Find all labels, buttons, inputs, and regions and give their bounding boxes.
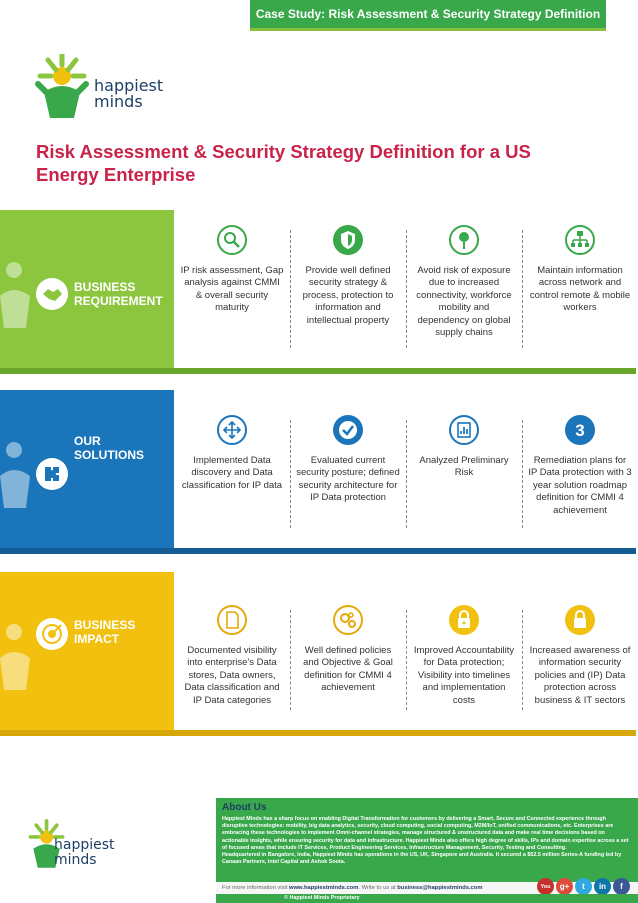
page-title: Risk Assessment & Security Strategy Defi… bbox=[36, 141, 531, 185]
item-text: Remediation plans for IP Data protection… bbox=[528, 455, 632, 516]
case-study-banner: Case Study: Risk Assessment & Security S… bbox=[250, 0, 606, 31]
linkedin-icon[interactable]: in bbox=[594, 878, 611, 895]
document-icon bbox=[217, 605, 247, 635]
item-text: IP risk assessment, Gap analysis against… bbox=[180, 265, 284, 314]
item-text: Maintain information across network and … bbox=[529, 265, 631, 314]
social-links: You g+ t in f bbox=[537, 878, 630, 895]
logo-word-minds: minds bbox=[54, 852, 97, 868]
section-label-line1: OUR bbox=[74, 434, 101, 448]
number-three-glyph: 3 bbox=[575, 421, 584, 440]
section-band-shadow bbox=[0, 730, 636, 736]
section-panel: IP risk assessment, Gap analysis against… bbox=[174, 210, 638, 368]
item-text: Analyzed Preliminary Risk bbox=[419, 455, 509, 479]
gears-icon bbox=[333, 605, 363, 635]
requirement-item: IP risk assessment, Gap analysis against… bbox=[174, 224, 290, 354]
item-text: Provide well defined security strategy &… bbox=[302, 265, 394, 326]
facebook-icon[interactable]: f bbox=[613, 878, 630, 895]
section-label: BUSINESS REQUIREMENT bbox=[74, 280, 163, 308]
section-label-line1: BUSINESS bbox=[74, 280, 136, 294]
business-requirement-section: BUSINESS REQUIREMENT IP risk assessment,… bbox=[0, 210, 638, 374]
requirement-item: Avoid risk of exposure due to increased … bbox=[406, 224, 522, 354]
padlock-icon bbox=[565, 605, 595, 635]
figure-watermark-icon bbox=[0, 442, 30, 508]
section-label-line2: SOLUTIONS bbox=[74, 448, 145, 462]
our-solutions-section: OUR SOLUTIONS Implemented Data discovery… bbox=[0, 390, 638, 554]
about-paragraph-2: Headquartered in Bangalore, India, Happi… bbox=[222, 852, 622, 866]
section-label-line2: REQUIREMENT bbox=[74, 294, 163, 308]
requirement-item: Provide well defined security strategy &… bbox=[290, 224, 406, 354]
about-paragraph-1: Happiest Minds has a sharp focus on enab… bbox=[222, 816, 629, 851]
solution-item: Analyzed Preliminary Risk bbox=[406, 414, 522, 534]
lock-icon bbox=[449, 605, 479, 635]
solution-item: 3 Remediation plans for IP Data protecti… bbox=[522, 414, 638, 534]
impact-item: Documented visibility into enterprise's … bbox=[174, 604, 290, 716]
about-us-title: About Us bbox=[222, 802, 267, 813]
target-icon bbox=[36, 618, 68, 650]
shield-icon bbox=[333, 225, 363, 255]
impact-item: Increased awareness of information secur… bbox=[522, 604, 638, 716]
about-us-text: Happiest Minds has a sharp focus on enab… bbox=[222, 816, 630, 866]
logo-word-happiest: happiest bbox=[54, 837, 115, 853]
item-text: Avoid risk of exposure due to increased … bbox=[416, 265, 512, 339]
twitter-icon[interactable]: t bbox=[575, 878, 592, 895]
requirement-item: Maintain information across network and … bbox=[522, 224, 638, 354]
section-label-line2: IMPACT bbox=[74, 632, 120, 646]
logo-figure-icon bbox=[35, 51, 89, 118]
magnifier-icon bbox=[217, 225, 247, 255]
contact-line: For more information visit www.happiestm… bbox=[216, 882, 638, 894]
section-label: OUR SOLUTIONS bbox=[74, 434, 144, 462]
item-text: Evaluated current security posture; defi… bbox=[296, 455, 400, 504]
logo-wordmark: happiest minds bbox=[54, 838, 115, 868]
item-text: Well defined policies and Objective & Go… bbox=[303, 645, 393, 694]
business-impact-section: BUSINESS IMPACT Documented visibility in… bbox=[0, 572, 638, 736]
impact-item: Improved Accountability for Data protect… bbox=[406, 604, 522, 716]
happiest-minds-logo[interactable]: happiest minds bbox=[34, 51, 174, 120]
section-band-shadow bbox=[0, 368, 636, 374]
logo-word-happiest: happiest bbox=[94, 76, 164, 95]
section-band-shadow bbox=[0, 548, 636, 554]
handshake-icon bbox=[36, 278, 68, 310]
location-pin-icon bbox=[449, 225, 479, 255]
contact-prefix: For more information visit bbox=[222, 885, 290, 891]
solution-item: Evaluated current security posture; defi… bbox=[290, 414, 406, 534]
puzzle-icon bbox=[36, 458, 68, 490]
solution-item: Implemented Data discovery and Data clas… bbox=[174, 414, 290, 534]
section-label: BUSINESS IMPACT bbox=[74, 618, 135, 646]
logo-wordmark: happiest minds bbox=[94, 78, 163, 110]
document-chart-icon bbox=[449, 415, 479, 445]
item-text: Improved Accountability for Data protect… bbox=[413, 645, 515, 706]
number-three-icon: 3 bbox=[565, 415, 595, 445]
section-panel: Implemented Data discovery and Data clas… bbox=[174, 390, 638, 548]
figure-watermark-icon bbox=[0, 262, 30, 328]
copyright-text: © Happiest Minds Proprietary bbox=[216, 894, 638, 903]
move-arrows-icon bbox=[217, 415, 247, 445]
footer-happiest-minds-logo[interactable]: happiest minds bbox=[26, 814, 126, 884]
website-link[interactable]: www.happiestminds.com bbox=[289, 885, 359, 891]
section-label-line1: BUSINESS bbox=[74, 618, 136, 632]
google-plus-icon[interactable]: g+ bbox=[556, 878, 573, 895]
about-us-box: About Us Happiest Minds has a sharp focu… bbox=[216, 798, 638, 882]
contact-mid: . Write to us at bbox=[358, 885, 398, 891]
checkmark-icon bbox=[333, 415, 363, 445]
section-panel: Documented visibility into enterprise's … bbox=[174, 572, 638, 730]
logo-figure-icon bbox=[28, 818, 65, 868]
item-text: Implemented Data discovery and Data clas… bbox=[181, 455, 283, 491]
email-link[interactable]: business@happiestminds.com bbox=[397, 885, 483, 891]
logo-word-minds: minds bbox=[94, 92, 143, 111]
item-text: Increased awareness of information secur… bbox=[529, 645, 631, 706]
item-text: Documented visibility into enterprise's … bbox=[184, 645, 280, 706]
figure-watermark-icon bbox=[0, 624, 30, 690]
network-icon bbox=[565, 225, 595, 255]
youtube-icon[interactable]: You bbox=[537, 878, 554, 895]
impact-item: Well defined policies and Objective & Go… bbox=[290, 604, 406, 716]
